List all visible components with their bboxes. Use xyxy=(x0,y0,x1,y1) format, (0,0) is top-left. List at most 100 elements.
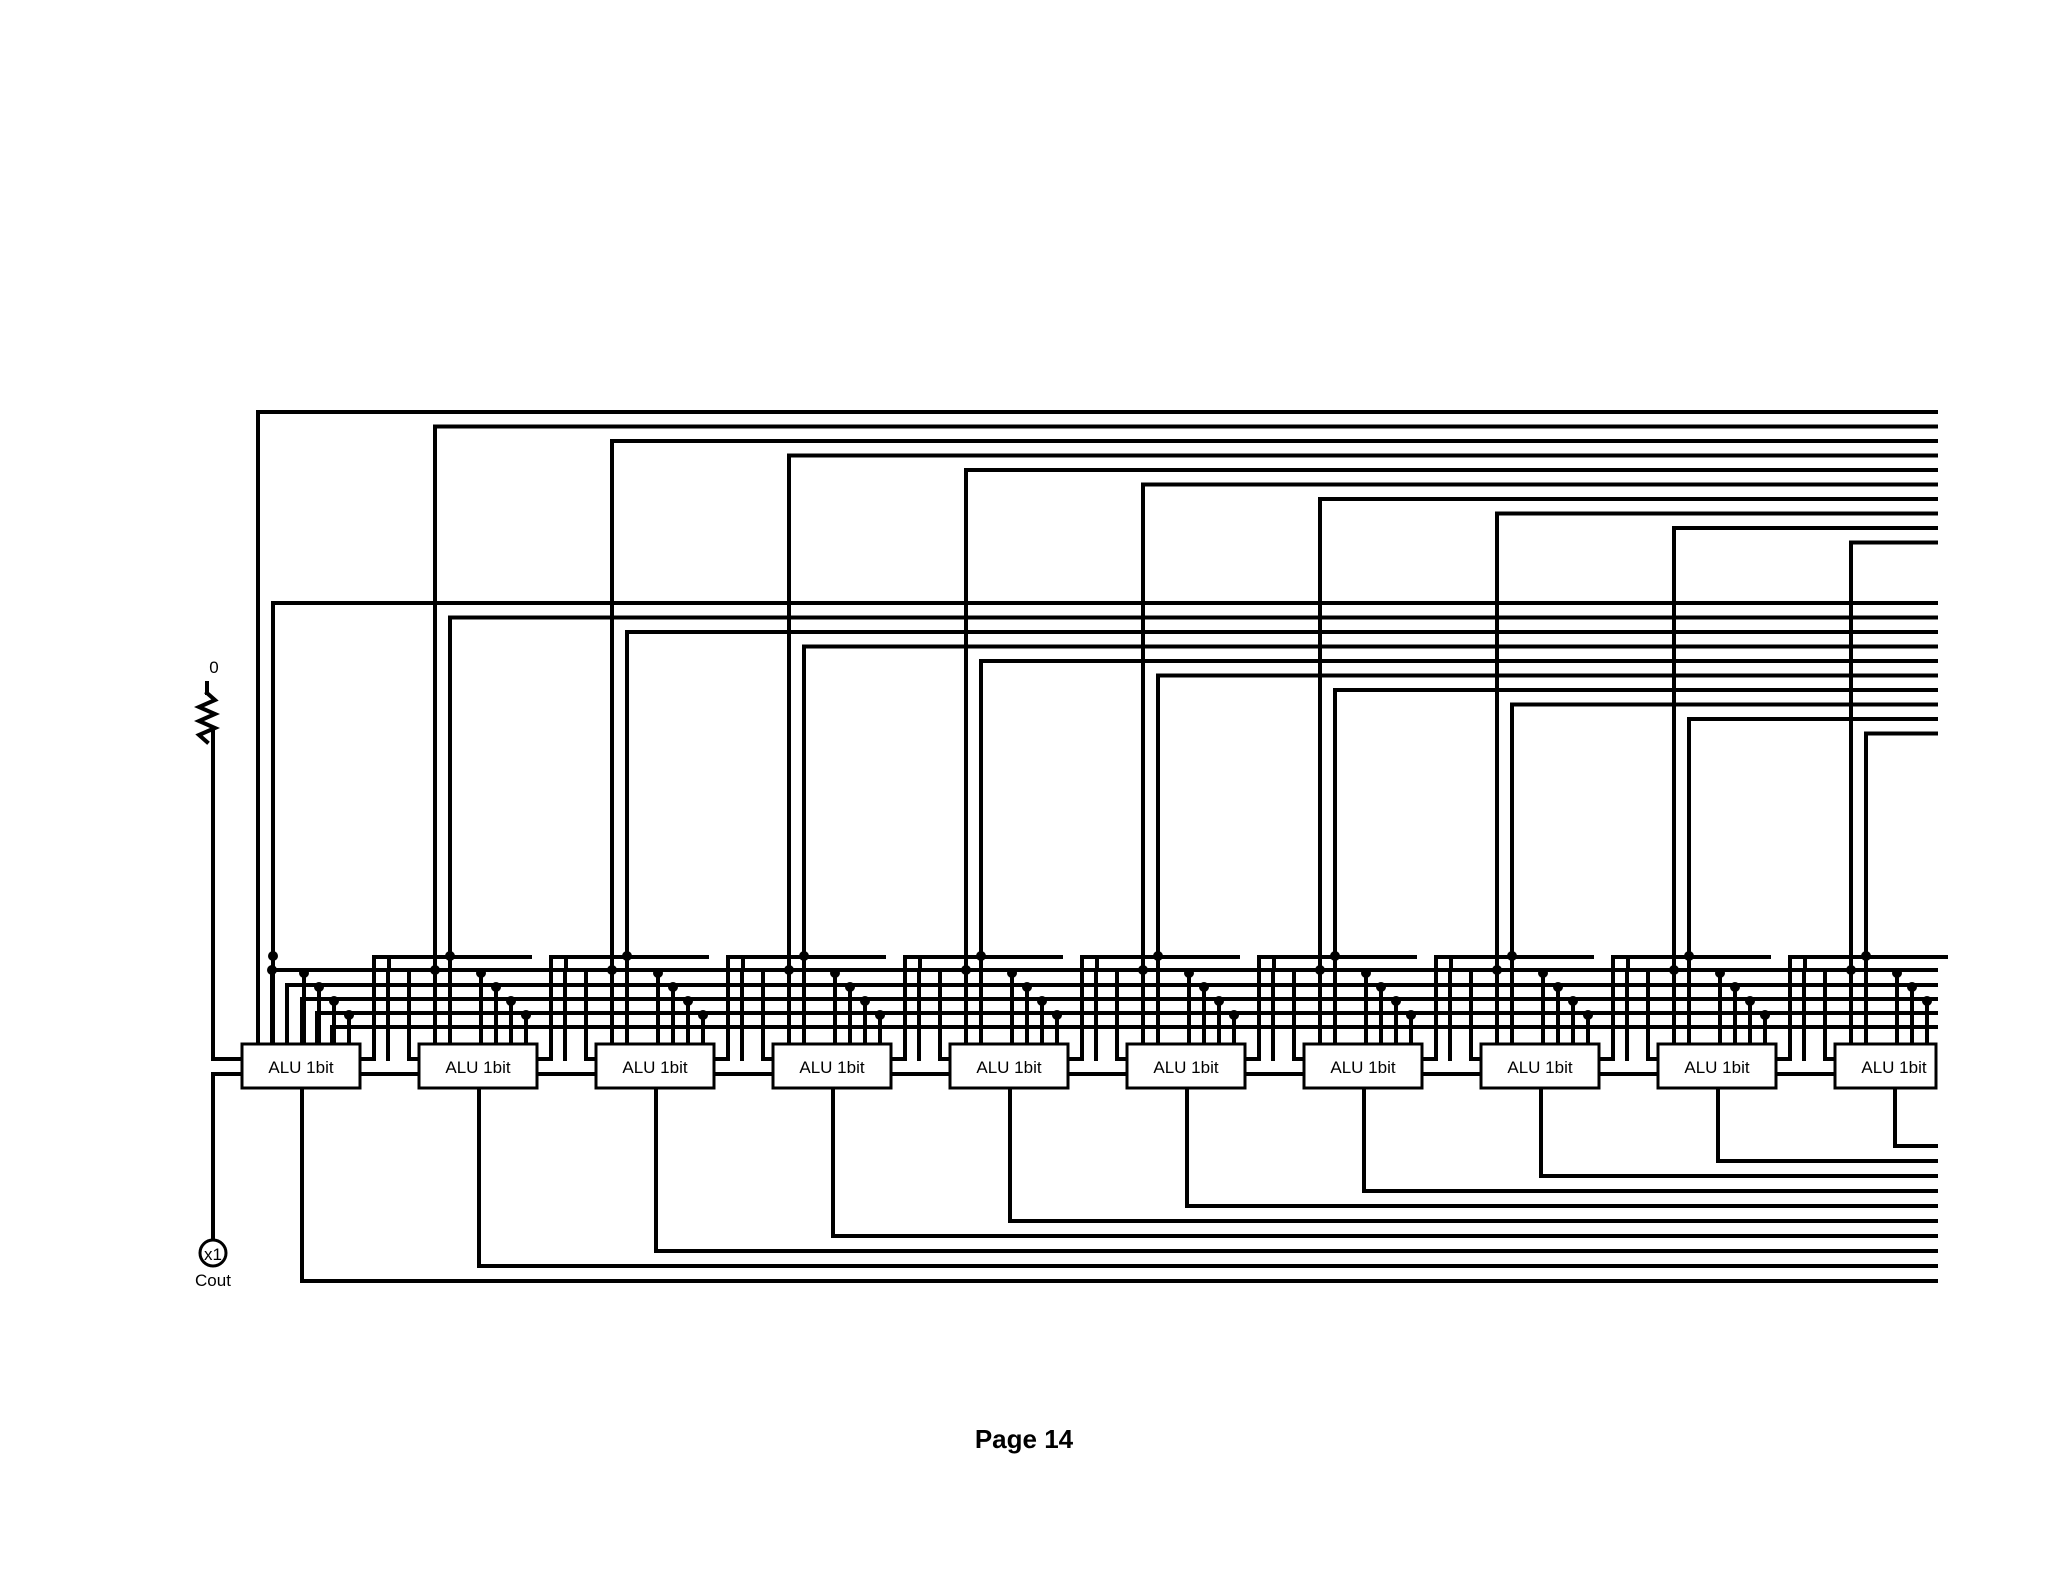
junction-dot xyxy=(976,951,986,961)
junction-dot xyxy=(1199,982,1209,992)
junction-dot xyxy=(799,951,809,961)
junction-dot xyxy=(521,1010,531,1020)
junction-dot xyxy=(845,982,855,992)
operand-b-bus xyxy=(1687,717,1938,1046)
carry-return xyxy=(917,968,952,1061)
junction-dot xyxy=(476,968,486,978)
operand-b-bus xyxy=(1510,702,1938,1046)
alu-1bit-module: ALU 1bit xyxy=(1302,1042,1424,1090)
junction-dot xyxy=(1568,996,1578,1006)
alu-module-box xyxy=(1125,1042,1247,1090)
junction-dot xyxy=(1022,982,1032,992)
junction-dot xyxy=(683,996,693,1006)
junction-dot xyxy=(1846,965,1856,975)
output-probe-label: x1 xyxy=(204,1245,222,1264)
wire-layer xyxy=(211,410,1948,1283)
alu-1bit-module: ALU 1bit xyxy=(771,1042,893,1090)
junction-dot xyxy=(875,1010,885,1020)
junction-dot xyxy=(1330,951,1340,961)
carry-return xyxy=(740,968,775,1061)
junction-dot xyxy=(506,996,516,1006)
alu-1bit-module: ALU 1bit xyxy=(240,1042,362,1090)
output-probe-icon xyxy=(198,1238,228,1268)
junction-dot xyxy=(299,968,309,978)
cout-wire xyxy=(211,1072,244,1242)
operand-a-bus xyxy=(1141,482,1938,1046)
junction-dot xyxy=(1315,965,1325,975)
junction-dot xyxy=(1492,965,1502,975)
junction-dot xyxy=(1583,1010,1593,1020)
operand-a-bus xyxy=(610,439,1938,1046)
operand-a-bus xyxy=(256,410,1938,1046)
carry-return xyxy=(1625,968,1660,1061)
junction-dot xyxy=(268,951,278,961)
junction-dot xyxy=(668,982,678,992)
result-bus xyxy=(300,1086,1938,1283)
junction-dot xyxy=(1892,968,1902,978)
alu-1bit-module: ALU 1bit xyxy=(1656,1042,1778,1090)
operand-a-bus xyxy=(1672,526,1938,1046)
junction-dot xyxy=(1861,951,1871,961)
junction-dot xyxy=(491,982,501,992)
junction-dot xyxy=(1229,1010,1239,1020)
operand-a-bus xyxy=(787,453,1938,1046)
junction-dot xyxy=(1406,1010,1416,1020)
operand-a-bus xyxy=(1318,497,1938,1046)
operand-a-bus xyxy=(964,468,1938,1046)
junction-dot xyxy=(607,965,617,975)
junction-dot xyxy=(1507,951,1517,961)
pull-down-resistor-icon xyxy=(194,690,220,745)
result-bus xyxy=(1716,1086,1938,1163)
carry-return xyxy=(1094,968,1129,1061)
terminal-layer: 0 x1 Cout xyxy=(194,658,231,1290)
junction-dot xyxy=(961,965,971,975)
junction-dot xyxy=(1214,996,1224,1006)
junction-dot xyxy=(1907,982,1917,992)
alu-module-box xyxy=(240,1042,362,1090)
carry-return xyxy=(1448,968,1483,1061)
alu-module-label: ALU 1bit xyxy=(1507,1058,1572,1077)
operand-a-bus xyxy=(433,424,1938,1046)
junction-dot xyxy=(1007,968,1017,978)
resistor-value-label: 0 xyxy=(209,658,218,677)
junction-dot xyxy=(698,1010,708,1020)
alu-module-box xyxy=(417,1042,539,1090)
junction-dot xyxy=(1184,968,1194,978)
result-bus xyxy=(1185,1086,1938,1208)
alu-1bit-module: ALU 1bit xyxy=(1833,1042,1938,1090)
alu-module-label: ALU 1bit xyxy=(268,1058,333,1077)
result-bus xyxy=(831,1086,1938,1238)
operand-b-bus xyxy=(271,601,1938,1046)
junction-dot xyxy=(1391,996,1401,1006)
result-bus xyxy=(1893,1086,1938,1148)
alu-module-label: ALU 1bit xyxy=(1153,1058,1218,1077)
alu-module-label: ALU 1bit xyxy=(976,1058,1041,1077)
alu-1bit-module: ALU 1bit xyxy=(1479,1042,1601,1090)
alu-module-box xyxy=(1833,1042,1938,1090)
result-bus xyxy=(654,1086,1938,1253)
operand-b-bus xyxy=(979,659,1938,1046)
junction-dot xyxy=(1760,1010,1770,1020)
junction-dot xyxy=(860,996,870,1006)
junction-dot xyxy=(1037,996,1047,1006)
junction-dot xyxy=(329,996,339,1006)
junction-dot xyxy=(430,965,440,975)
junction-dot xyxy=(1153,951,1163,961)
carry-return xyxy=(1271,968,1306,1061)
junction-dot xyxy=(1138,965,1148,975)
operand-b-bus xyxy=(625,630,1938,1046)
result-bus xyxy=(1008,1086,1938,1223)
junction-dot xyxy=(344,1010,354,1020)
junction-dot xyxy=(784,965,794,975)
carry-return xyxy=(1802,968,1837,1061)
carry-return xyxy=(386,968,421,1061)
junction-dot xyxy=(1745,996,1755,1006)
junction-dot xyxy=(1052,1010,1062,1020)
carry-return xyxy=(563,968,598,1061)
junction-dot xyxy=(622,951,632,961)
alu-module-box xyxy=(1656,1042,1778,1090)
junction-dot xyxy=(1922,996,1932,1006)
input-wire xyxy=(211,726,244,1061)
junction-dot xyxy=(1730,982,1740,992)
